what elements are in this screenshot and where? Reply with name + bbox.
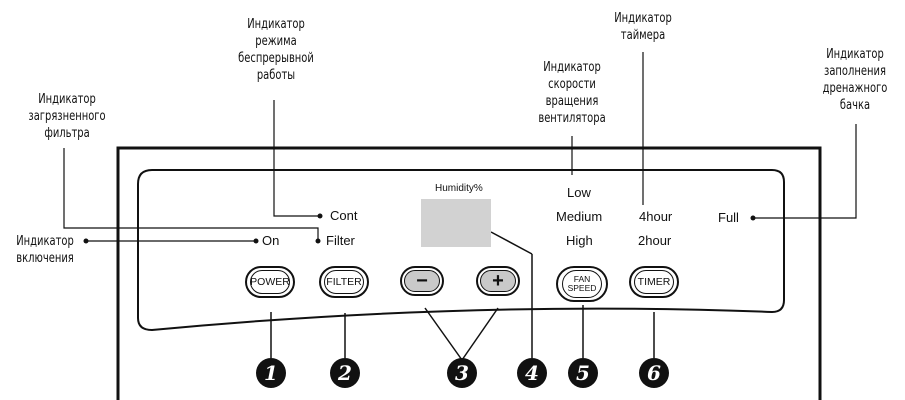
indicator-full: Full (718, 210, 739, 225)
minus-button-label: − (404, 270, 440, 292)
marker-3: 3 (447, 358, 477, 388)
indicator-2hour: 2hour (638, 233, 672, 248)
indicator-medium: Medium (556, 209, 603, 224)
indicator-low: Low (567, 185, 591, 200)
leader-cont (273, 100, 320, 217)
indicator-4hour: 4hour (639, 209, 673, 224)
leader-filter (63, 148, 319, 241)
power-button[interactable]: POWER (245, 266, 295, 298)
marker-2: 2 (330, 358, 360, 388)
marker-1: 1 (256, 358, 286, 388)
control-panel-outline (137, 169, 785, 332)
marker-6: 6 (639, 358, 669, 388)
power-button-label: POWER (250, 270, 290, 294)
indicator-filter: Filter (326, 233, 355, 248)
callout-tank-full: Индикатор заполнения дренажного бачка (822, 47, 888, 113)
minus-button[interactable]: − (400, 266, 444, 296)
marker-5: 5 (568, 358, 598, 388)
leader-4 (490, 231, 533, 255)
callout-power: Индикатор включения (16, 234, 74, 266)
leader-full (753, 124, 857, 219)
timer-button[interactable]: TIMER (629, 266, 679, 298)
leader-3a (424, 307, 463, 361)
callout-dirty-filter: Индикатор загрязненного фильтра (28, 92, 106, 141)
housing-outline (116, 146, 822, 400)
plus-button[interactable]: + (476, 266, 520, 296)
filter-button[interactable]: FILTER (319, 266, 369, 298)
indicator-high: High (566, 233, 593, 248)
indicator-cont: Cont (330, 208, 358, 223)
indicator-on: On (262, 233, 280, 248)
callout-continuous: Индикатор режима беспрерывной работы (238, 17, 314, 83)
timer-button-label: TIMER (634, 270, 674, 294)
callout-timer: Индикатор таймера (614, 11, 672, 43)
humidity-display (421, 199, 491, 247)
filter-button-label: FILTER (324, 270, 364, 294)
leader-3b (461, 307, 499, 361)
marker-4: 4 (517, 358, 547, 388)
fan-speed-button-label: FAN SPEED (562, 270, 602, 298)
callout-fan-speed: Индикатор скорости вращения вентилятора (538, 60, 606, 126)
plus-button-label: + (480, 270, 516, 292)
indicator-humidity: Humidity% (435, 183, 483, 194)
fan-speed-button[interactable]: FAN SPEED (556, 266, 608, 302)
